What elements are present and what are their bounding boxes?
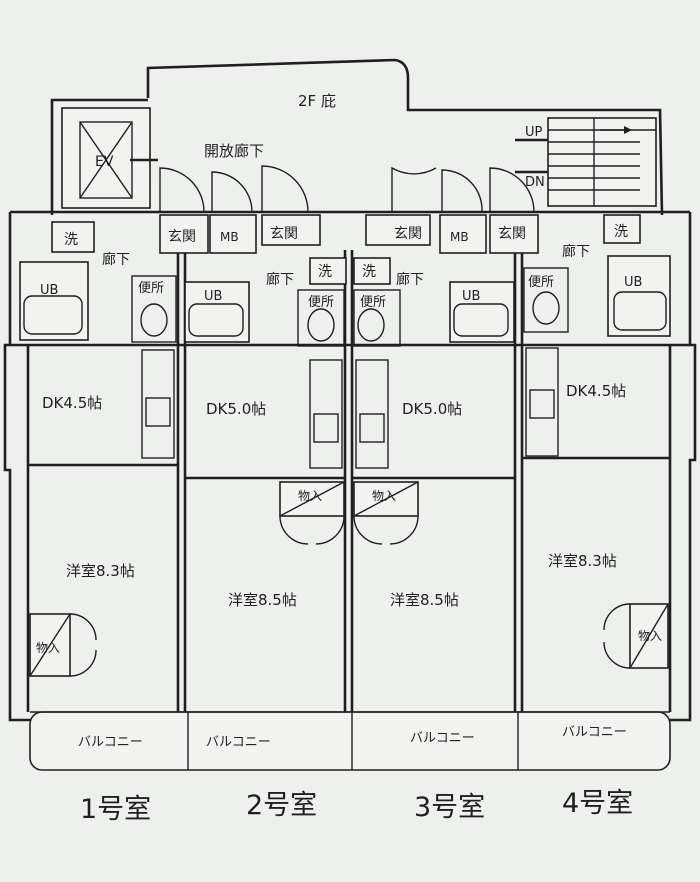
unit4-entry: 玄関 xyxy=(498,225,526,242)
bath-boxes xyxy=(19,255,671,343)
unit2-wc: 便所 xyxy=(308,295,334,310)
wash-boxes xyxy=(51,214,641,285)
unit2-mb: MB xyxy=(220,230,239,244)
unit3-mb: MB xyxy=(450,230,469,244)
unit4-storage: 物入 xyxy=(638,629,662,643)
ev-label: EV xyxy=(95,154,114,170)
unit4-hall: 廊下 xyxy=(562,243,590,260)
unit3-wc: 便所 xyxy=(360,295,386,310)
unit2-ub: UB xyxy=(204,289,222,304)
unit1-western: 洋室8.3帖 xyxy=(66,562,135,580)
unit3-entry: 玄関 xyxy=(394,225,422,242)
unit2-wash: 洗 xyxy=(318,264,332,280)
entrance-doors xyxy=(159,165,535,213)
unit1-storage: 物入 xyxy=(36,641,60,655)
unit1-dk: DK4.5帖 xyxy=(42,394,102,412)
unit2-dk: DK5.0帖 xyxy=(206,400,266,418)
unit3-ub: UB xyxy=(462,289,480,304)
dn-label: DN xyxy=(525,175,545,190)
unit3-hall: 廊下 xyxy=(396,271,424,288)
unit3-western: 洋室8.5帖 xyxy=(390,591,459,609)
unit1-balcony: バルコニー xyxy=(78,735,143,750)
unit4-wc: 便所 xyxy=(528,275,554,290)
unit1-ub: UB xyxy=(40,283,58,298)
kitchen-counters xyxy=(141,347,559,469)
unit4-wash: 洗 xyxy=(614,224,628,240)
unit1-wash: 洗 xyxy=(64,232,78,248)
unit2-name: 2号室 xyxy=(246,790,317,821)
staircase xyxy=(515,117,657,207)
unit3-balcony: バルコニー xyxy=(410,731,475,746)
unit1-name: 1号室 xyxy=(80,794,151,825)
elevator xyxy=(61,107,158,209)
unit2-hall: 廊下 xyxy=(266,271,294,288)
courtyard-label: 2F 庇 xyxy=(298,92,336,110)
unit1-wc: 便所 xyxy=(138,281,164,296)
unit4-dk: DK4.5帖 xyxy=(566,382,626,400)
up-label: UP xyxy=(525,125,543,140)
unit3-storage: 物入 xyxy=(372,489,396,503)
unit-walls xyxy=(10,240,690,770)
unit2-balcony: バルコニー xyxy=(206,735,271,750)
unit4-ub: UB xyxy=(624,275,642,290)
unit4-name: 4号室 xyxy=(562,788,633,819)
unit3-wash: 洗 xyxy=(362,264,376,280)
unit2-storage: 物入 xyxy=(298,489,322,503)
unit3-name: 3号室 xyxy=(414,792,485,823)
unit3-dk: DK5.0帖 xyxy=(402,400,462,418)
entry-boxes xyxy=(159,214,539,254)
unit2-western: 洋室8.5帖 xyxy=(228,591,297,609)
unit1-hall: 廊下 xyxy=(102,251,130,268)
unit4-balcony: バルコニー xyxy=(562,725,627,740)
closets xyxy=(29,481,669,677)
labels: 2F 庇 開放廊下 EV UP DN 洗 廊下 玄関 UB 便所 DK4.5帖 … xyxy=(36,92,662,825)
corridor-label: 開放廊下 xyxy=(204,142,264,160)
unit1-entry: 玄関 xyxy=(168,228,196,245)
unit4-western: 洋室8.3帖 xyxy=(548,552,617,570)
eave-outline xyxy=(50,58,664,216)
toilets xyxy=(131,267,569,347)
unit2-entry: 玄関 xyxy=(270,225,298,242)
